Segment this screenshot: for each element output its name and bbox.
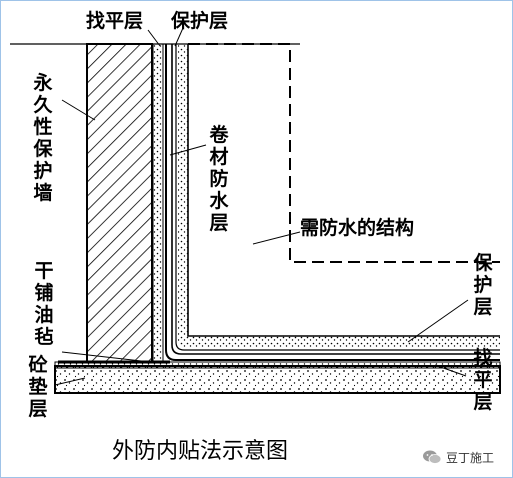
leveling-layer-bottom <box>54 361 501 369</box>
brand-watermark: 豆丁施工 <box>422 447 494 467</box>
membrane-layer-inner <box>175 44 500 351</box>
wechat-icon <box>423 450 442 464</box>
label-protective-layer-right: 保护层 <box>473 252 493 318</box>
leader-cushion <box>54 377 86 386</box>
leader-protect-right <box>407 299 469 343</box>
label-dry-felt: 干铺油毡 <box>34 260 54 348</box>
label-membrane-waterproof-layer: 卷材防水层 <box>209 124 229 234</box>
leader-membrane <box>169 144 207 156</box>
leader-leveling-top <box>147 29 161 47</box>
structure-outline <box>188 43 500 263</box>
membrane-layer-outer <box>165 44 500 361</box>
label-leveling-layer-right: 找平层 <box>473 347 493 413</box>
leveling-layer-wall <box>152 43 164 363</box>
leader-structure <box>252 231 301 245</box>
leader-protect-top <box>174 27 184 47</box>
label-concrete-cushion: 砼垫层 <box>28 354 48 420</box>
label-leveling-layer-top: 找平层 <box>86 10 144 32</box>
brand-text: 豆丁施工 <box>446 450 495 465</box>
figure-caption: 外防内贴法示意图 <box>111 439 288 464</box>
concrete-cushion <box>54 365 501 394</box>
leader-felt <box>61 351 151 363</box>
permanent-protective-wall <box>86 43 153 363</box>
membrane-layer-mid <box>171 44 500 355</box>
label-protective-layer-top: 保护层 <box>171 10 229 32</box>
label-structure-to-waterproof: 需防水的结构 <box>300 217 415 239</box>
label-permanent-protective-wall: 永久性保护墙 <box>33 72 53 204</box>
leader-perm-wall <box>61 99 96 121</box>
protective-layer-edge <box>187 44 500 337</box>
leader-leveling-right <box>434 364 467 377</box>
